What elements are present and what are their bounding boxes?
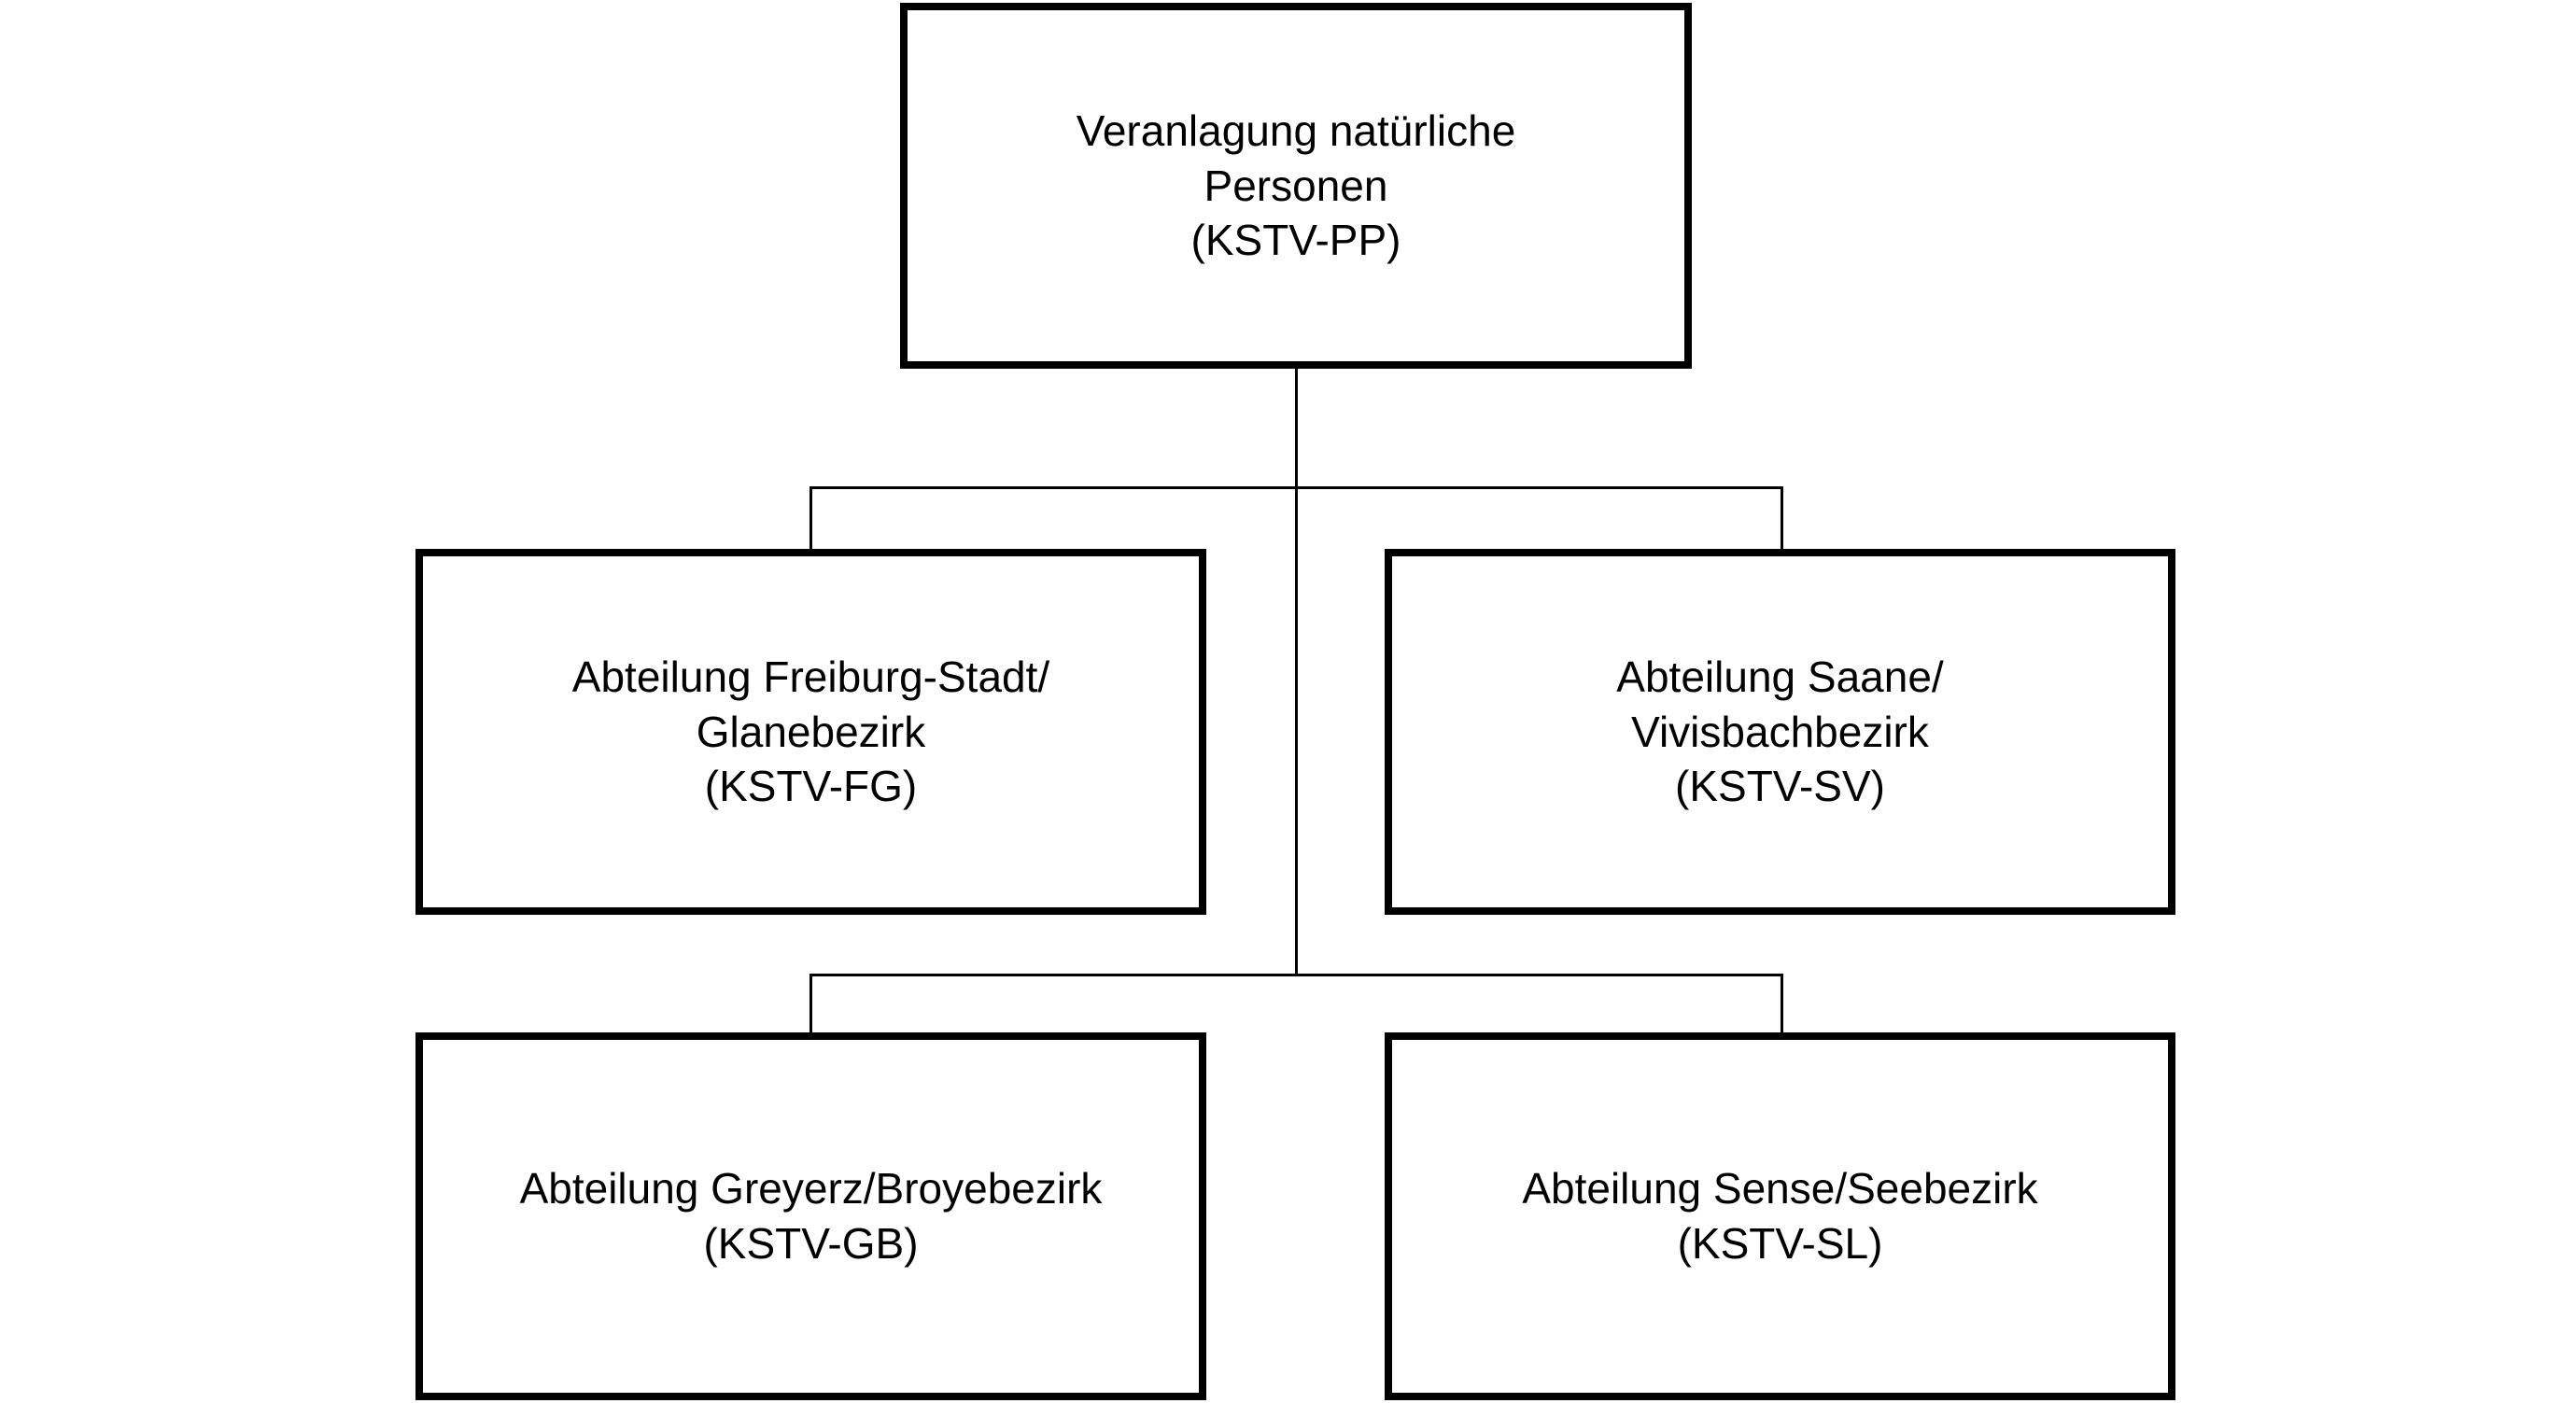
node-kstv-pp-label: Veranlagung natürliche Personen (KSTV-PP… — [1076, 105, 1516, 265]
connector-upper-horizontal-bar — [809, 486, 1783, 489]
node-kstv-sl: Abteilung Sense/Seebezirk (KSTV-SL) — [1385, 1032, 2175, 1400]
node-kstv-fg-label: Abteilung Freiburg-Stadt/ Glanebezirk (K… — [571, 652, 1050, 811]
connector-lower-drop-left — [809, 974, 812, 1035]
connector-lower-horizontal-bar — [809, 974, 1783, 976]
node-kstv-gb-label: Abteilung Greyerz/Broyebezirk (KSTV-GB) — [519, 1164, 1103, 1268]
connector-upper-drop-left — [809, 486, 812, 552]
node-kstv-gb: Abteilung Greyerz/Broyebezirk (KSTV-GB) — [415, 1032, 1206, 1400]
node-kstv-sv: Abteilung Saane/ Vivisbachbezirk (KSTV-S… — [1385, 549, 2175, 915]
node-kstv-fg: Abteilung Freiburg-Stadt/ Glanebezirk (K… — [415, 549, 1206, 915]
connector-lower-drop-right — [1781, 974, 1783, 1035]
node-kstv-pp: Veranlagung natürliche Personen (KSTV-PP… — [900, 3, 1692, 369]
connector-trunk-vertical — [1295, 369, 1298, 974]
node-kstv-sv-label: Abteilung Saane/ Vivisbachbezirk (KSTV-S… — [1616, 652, 1944, 811]
connector-upper-drop-right — [1781, 486, 1783, 552]
node-kstv-sl-label: Abteilung Sense/Seebezirk (KSTV-SL) — [1522, 1164, 2038, 1268]
